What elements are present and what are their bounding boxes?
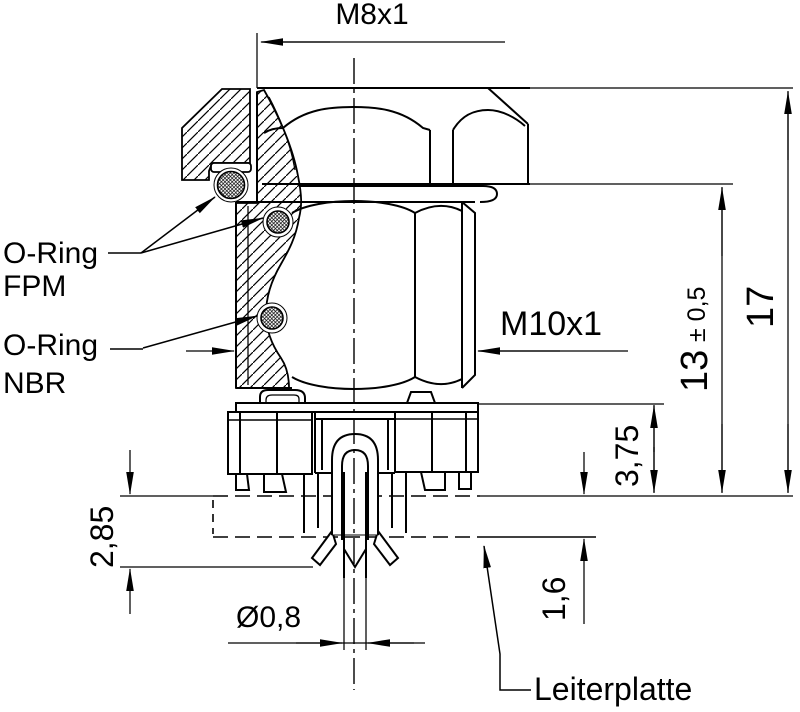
label-leiterplatte: Leiterplatte [483, 545, 692, 707]
dim-17-text: 17 [740, 286, 782, 328]
sensor-body-section [235, 88, 303, 389]
oring-fpm-line1: O-Ring [3, 237, 98, 270]
m10-label: M10x1 [500, 305, 602, 343]
dim-0-8: Ø0,8 [228, 601, 425, 647]
washer-flange [299, 185, 499, 203]
dim-2-85: 2,85 [84, 450, 313, 614]
dim-375-text: 3,75 [609, 425, 645, 487]
dim-16-text: 1,6 [536, 577, 572, 621]
connector-base [227, 411, 479, 475]
contact-spring-tab [259, 389, 436, 404]
label-oring-nbr: O-Ring NBR [3, 315, 258, 400]
hex-nut-m8 [257, 87, 793, 185]
dim-3-75: 3,75 [478, 403, 664, 493]
leiterplatte-text: Leiterplatte [534, 671, 692, 707]
collar-strip [235, 402, 479, 413]
dim-285-text: 2,85 [84, 506, 120, 568]
oring-nbr-line2: NBR [3, 367, 66, 400]
snap-legs [303, 473, 407, 567]
label-oring-fpm: O-Ring FPM [3, 196, 264, 303]
dim-13: 13 ± 0,5 [530, 183, 733, 493]
center-pin [343, 472, 367, 650]
dim-17: 17 [740, 91, 792, 493]
dim-1-6: 1,6 [536, 452, 588, 624]
m8-label: M8x1 [335, 0, 408, 31]
o-ring-fpm-2 [262, 206, 294, 238]
pcb-outline [120, 495, 793, 538]
oring-fpm-line2: FPM [3, 270, 66, 303]
o-ring-fpm-1 [213, 167, 249, 203]
solder-pins [235, 471, 472, 493]
o-ring-nbr-ring [256, 302, 288, 334]
fork-contact [331, 432, 379, 540]
dim-m10x1: M10x1 [186, 305, 628, 355]
oring-nbr-line1: O-Ring [3, 329, 98, 362]
dim-08-text: Ø0,8 [236, 601, 301, 634]
dim-13-value: 13 [674, 350, 716, 392]
dim-13-tolerance: ± 0,5 [683, 287, 711, 342]
dim-m8x1: M8x1 [256, 0, 505, 88]
